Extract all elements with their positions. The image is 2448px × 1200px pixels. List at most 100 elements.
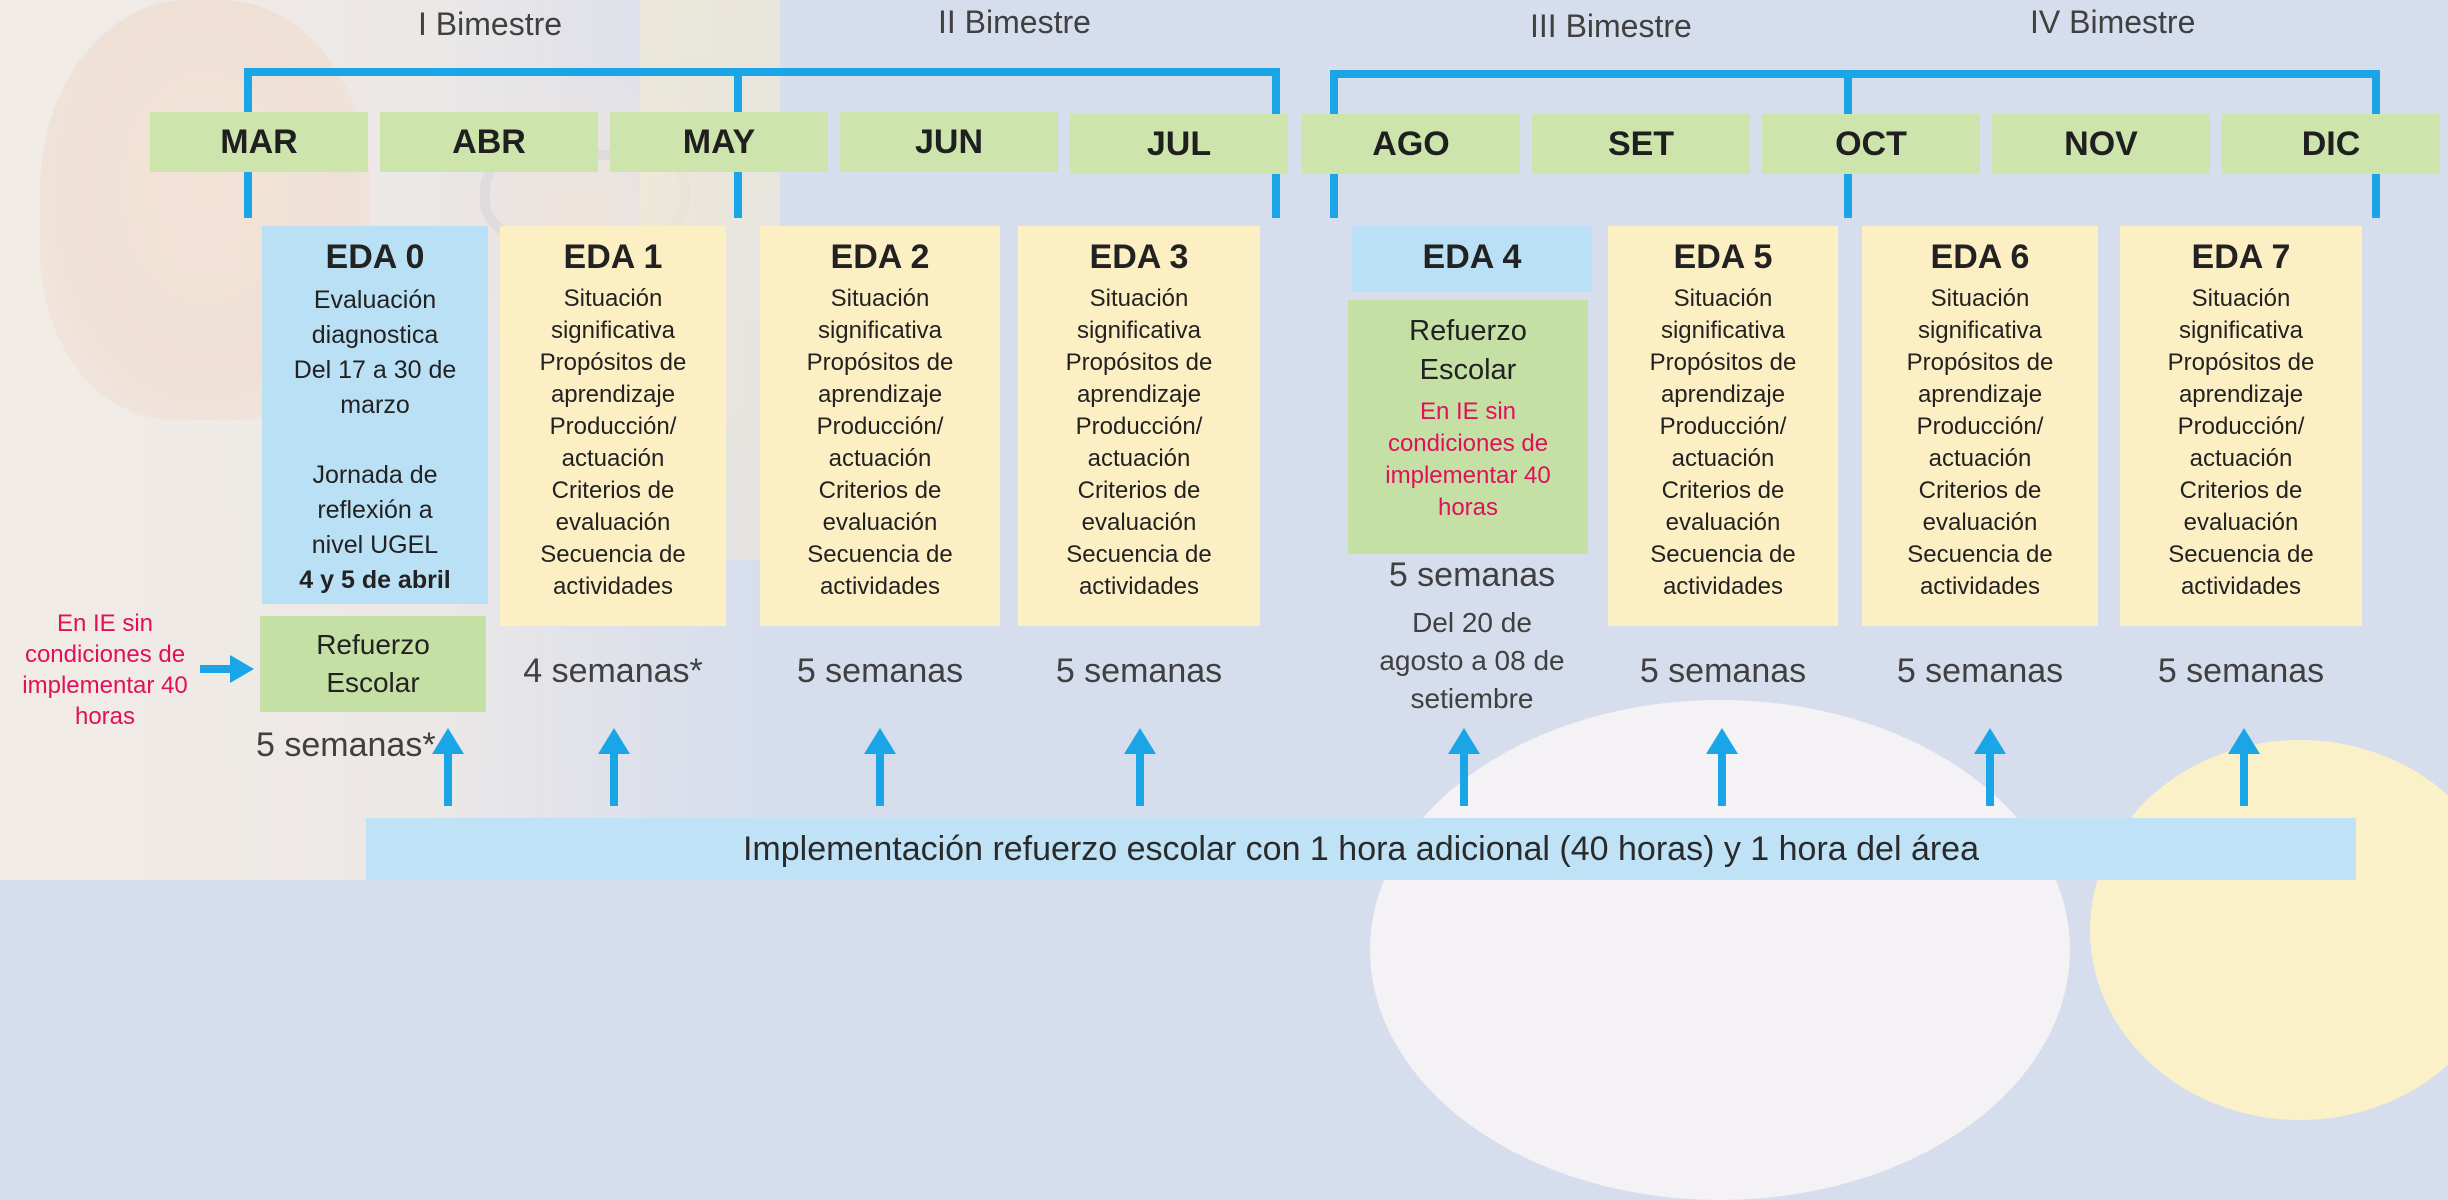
eda-line: actuación — [561, 445, 665, 472]
eda-line: Propósitos de — [806, 349, 954, 376]
side-note-line: horas — [74, 703, 136, 730]
weeks-eda-2: 5 semanas — [796, 652, 964, 690]
eda-4-dates: Del 20 de agosto a 08 de setiembre — [1352, 604, 1592, 718]
weeks-eda-1: 4 semanas* — [523, 652, 703, 690]
eda-line: aprendizaje — [817, 381, 943, 408]
up-arrow-shaft — [1136, 752, 1144, 806]
month-oct: OCT — [1762, 114, 1980, 174]
eda-line: marzo — [340, 391, 410, 419]
eda-title: EDA 7 — [2191, 238, 2291, 276]
eda-line: Propósitos de — [2167, 349, 2315, 376]
eda-line: Producción/ — [1075, 413, 1203, 440]
month-nov: NOV — [1992, 114, 2210, 174]
period-label-3: III Bimestre — [1530, 8, 1692, 44]
eda-line: Situación — [2191, 285, 2291, 312]
eda-title: EDA 4 — [1422, 238, 1522, 276]
side-arrow-shaft — [200, 665, 234, 673]
eda-line: Criterios de — [551, 477, 675, 504]
bracket-bar-1-2 — [244, 68, 1280, 76]
eda-2-card: EDA 2 Situación significativa Propósitos… — [760, 226, 1000, 626]
up-arrow-icon — [598, 728, 630, 754]
date-line: agosto a 08 de — [1379, 645, 1565, 676]
weeks-eda-0: 5 semanas* — [256, 726, 436, 764]
eda-line: Propósitos de — [539, 349, 687, 376]
up-arrow-shaft — [1718, 752, 1726, 806]
month-mar: MAR — [150, 112, 368, 172]
eda-title: EDA 1 — [563, 238, 663, 276]
condition-line: horas — [1437, 494, 1499, 521]
eda-line: nivel UGEL — [311, 531, 439, 559]
eda-line: Secuencia de — [1907, 541, 2053, 568]
month-set: SET — [1532, 114, 1750, 174]
eda-line: Situación — [1089, 285, 1189, 312]
eda-line: actuación — [1087, 445, 1191, 472]
eda-line: actividades — [819, 573, 941, 600]
eda-line: Producción/ — [2177, 413, 2305, 440]
eda-line: Secuencia de — [540, 541, 686, 568]
eda-title: EDA 0 — [325, 238, 425, 276]
eda-title: EDA 5 — [1673, 238, 1773, 276]
eda-line: actuación — [828, 445, 932, 472]
up-arrow-shaft — [610, 752, 618, 806]
eda-line: Criterios de — [2179, 477, 2303, 504]
eda-line: aprendizaje — [1917, 381, 2043, 408]
eda-line: aprendizaje — [550, 381, 676, 408]
eda-line: evaluación — [555, 509, 671, 536]
eda-line: actividades — [1662, 573, 1784, 600]
eda-line: actuación — [1928, 445, 2032, 472]
weeks-eda-6: 5 semanas — [1896, 652, 2064, 690]
eda-line: evaluación — [1665, 509, 1781, 536]
eda-line: significativa — [1917, 317, 2043, 344]
up-arrow-icon — [2228, 728, 2260, 754]
up-arrow-icon — [1974, 728, 2006, 754]
refuerzo-line: Escolar — [326, 667, 420, 698]
eda-line: Producción/ — [1659, 413, 1787, 440]
eda-title: EDA 3 — [1089, 238, 1189, 276]
up-arrow-icon — [432, 728, 464, 754]
eda-line: actividades — [2180, 573, 2302, 600]
eda-line: Criterios de — [1077, 477, 1201, 504]
eda-title: EDA 6 — [1930, 238, 2030, 276]
up-arrow-icon — [1706, 728, 1738, 754]
refuerzo-line: Refuerzo — [1409, 315, 1527, 347]
month-ago: AGO — [1302, 114, 1520, 174]
eda-line: Criterios de — [818, 477, 942, 504]
refuerzo-escolar-box: Refuerzo Escolar — [260, 616, 486, 712]
up-arrow-icon — [1448, 728, 1480, 754]
side-note: En IE sin condiciones de implementar 40 … — [0, 608, 210, 732]
month-jun: JUN — [840, 112, 1058, 172]
eda-line: Producción/ — [816, 413, 944, 440]
condition-line: condiciones de — [1387, 430, 1549, 457]
eda-0-card: EDA 0 Evaluación diagnostica Del 17 a 30… — [262, 226, 488, 604]
eda-line: Producción/ — [549, 413, 677, 440]
eda-line: significativa — [1660, 317, 1786, 344]
eda-line: Criterios de — [1918, 477, 2042, 504]
eda-line: Propósitos de — [1649, 349, 1797, 376]
up-arrow-icon — [864, 728, 896, 754]
eda-line: Secuencia de — [2168, 541, 2314, 568]
eda-line: Propósitos de — [1065, 349, 1213, 376]
eda-spacer — [262, 423, 488, 458]
month-jul: JUL — [1070, 114, 1288, 174]
up-arrow-shaft — [1986, 752, 1994, 806]
eda-line: Secuencia de — [807, 541, 953, 568]
right-arrow-icon — [230, 655, 254, 683]
eda-line: Propósitos de — [1906, 349, 2054, 376]
eda-line: evaluación — [1081, 509, 1197, 536]
month-dic: DIC — [2222, 114, 2440, 174]
eda-line: aprendizaje — [1076, 381, 1202, 408]
condition-line: implementar 40 — [1385, 462, 1551, 489]
refuerzo-line: Refuerzo — [316, 629, 430, 660]
up-arrow-shaft — [1460, 752, 1468, 806]
eda-5-card: EDA 5 Situación significativa Propósitos… — [1608, 226, 1838, 626]
eda-4-refuerzo-box: Refuerzo Escolar En IE sin condiciones d… — [1348, 300, 1588, 554]
eda-1-card: EDA 1 Situación significativa Propósitos… — [500, 226, 726, 626]
refuerzo-line: Escolar — [1419, 354, 1517, 386]
eda-line: Situación — [1930, 285, 2030, 312]
eda-line: Situación — [830, 285, 930, 312]
eda-4-header: EDA 4 — [1352, 226, 1592, 292]
eda-line: actividades — [552, 573, 674, 600]
up-arrow-shaft — [876, 752, 884, 806]
eda-line: significativa — [1076, 317, 1202, 344]
bracket-bar-3-4 — [1330, 70, 2380, 78]
